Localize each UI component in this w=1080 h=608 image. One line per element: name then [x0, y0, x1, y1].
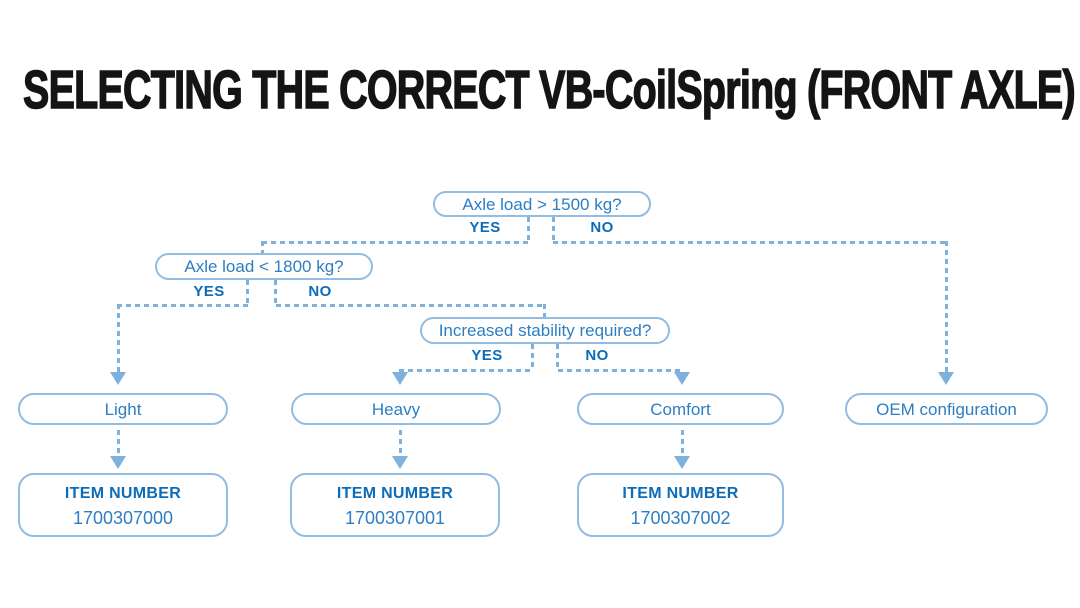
decision-label: Axle load < 1800 kg? [184, 257, 344, 276]
connector-line [556, 344, 559, 370]
connector-line [681, 430, 684, 454]
arrow-down-icon [110, 456, 126, 469]
item-number-value: 1700307000 [72, 508, 174, 528]
connector-line [552, 217, 555, 243]
connector-line [558, 369, 683, 372]
result-box-heavy: Heavy [291, 393, 501, 425]
no-label-q2: NO [308, 283, 332, 300]
connector-line [274, 280, 277, 306]
connector-line [531, 344, 534, 370]
arrow-down-icon [938, 372, 954, 385]
result-label: OEM configuration [876, 400, 1017, 419]
arrow-down-icon [392, 372, 408, 385]
result-label: Heavy [371, 400, 421, 419]
decision-label: Increased stability required? [438, 321, 652, 340]
connector-line [553, 241, 948, 244]
result-box-light: Light [18, 393, 228, 425]
arrow-down-icon [110, 372, 126, 385]
decision-label: Axle load > 1500 kg? [462, 195, 622, 214]
decision-box-axle-load-1500: Axle load > 1500 kg? [433, 191, 651, 217]
yes-label-q3: YES [471, 347, 503, 364]
result-label: Light [104, 400, 142, 419]
connector-line [399, 369, 533, 372]
connector-line [117, 304, 120, 372]
page-title: SELECTING THE CORRECT VB-CoilSpring (FRO… [22, 60, 1076, 120]
connector-line [261, 241, 264, 254]
connector-line [399, 430, 402, 454]
item-number-heading: ITEM NUMBER [336, 485, 454, 502]
item-number-box: ITEM NUMBER 1700307002 [577, 473, 784, 537]
no-label-q1: NO [590, 219, 614, 236]
connector-line [945, 241, 948, 372]
decision-box-stability: Increased stability required? [420, 317, 670, 344]
result-label: Comfort [650, 400, 711, 419]
connector-line [117, 430, 120, 454]
connector-line [543, 304, 546, 319]
item-number-value: 1700307002 [630, 508, 731, 528]
yes-label-q2: YES [193, 283, 225, 300]
item-number-heading: ITEM NUMBER [622, 485, 739, 502]
connector-line [262, 241, 528, 244]
result-box-oem-configuration: OEM configuration [845, 393, 1048, 425]
arrow-down-icon [674, 372, 690, 385]
no-label-q3: NO [585, 347, 609, 364]
result-box-comfort: Comfort [577, 393, 784, 425]
connector-line [527, 217, 530, 243]
connector-line [276, 304, 545, 307]
arrow-down-icon [674, 456, 690, 469]
item-number-value: 1700307001 [344, 508, 446, 528]
item-number-heading: ITEM NUMBER [64, 485, 182, 502]
item-number-box: ITEM NUMBER 1700307000 [18, 473, 228, 537]
connector-line [117, 304, 248, 307]
connector-line [246, 280, 249, 306]
item-number-box: ITEM NUMBER 1700307001 [290, 473, 500, 537]
arrow-down-icon [392, 456, 408, 469]
decision-box-axle-load-1800: Axle load < 1800 kg? [155, 253, 373, 280]
yes-label-q1: YES [469, 219, 501, 236]
